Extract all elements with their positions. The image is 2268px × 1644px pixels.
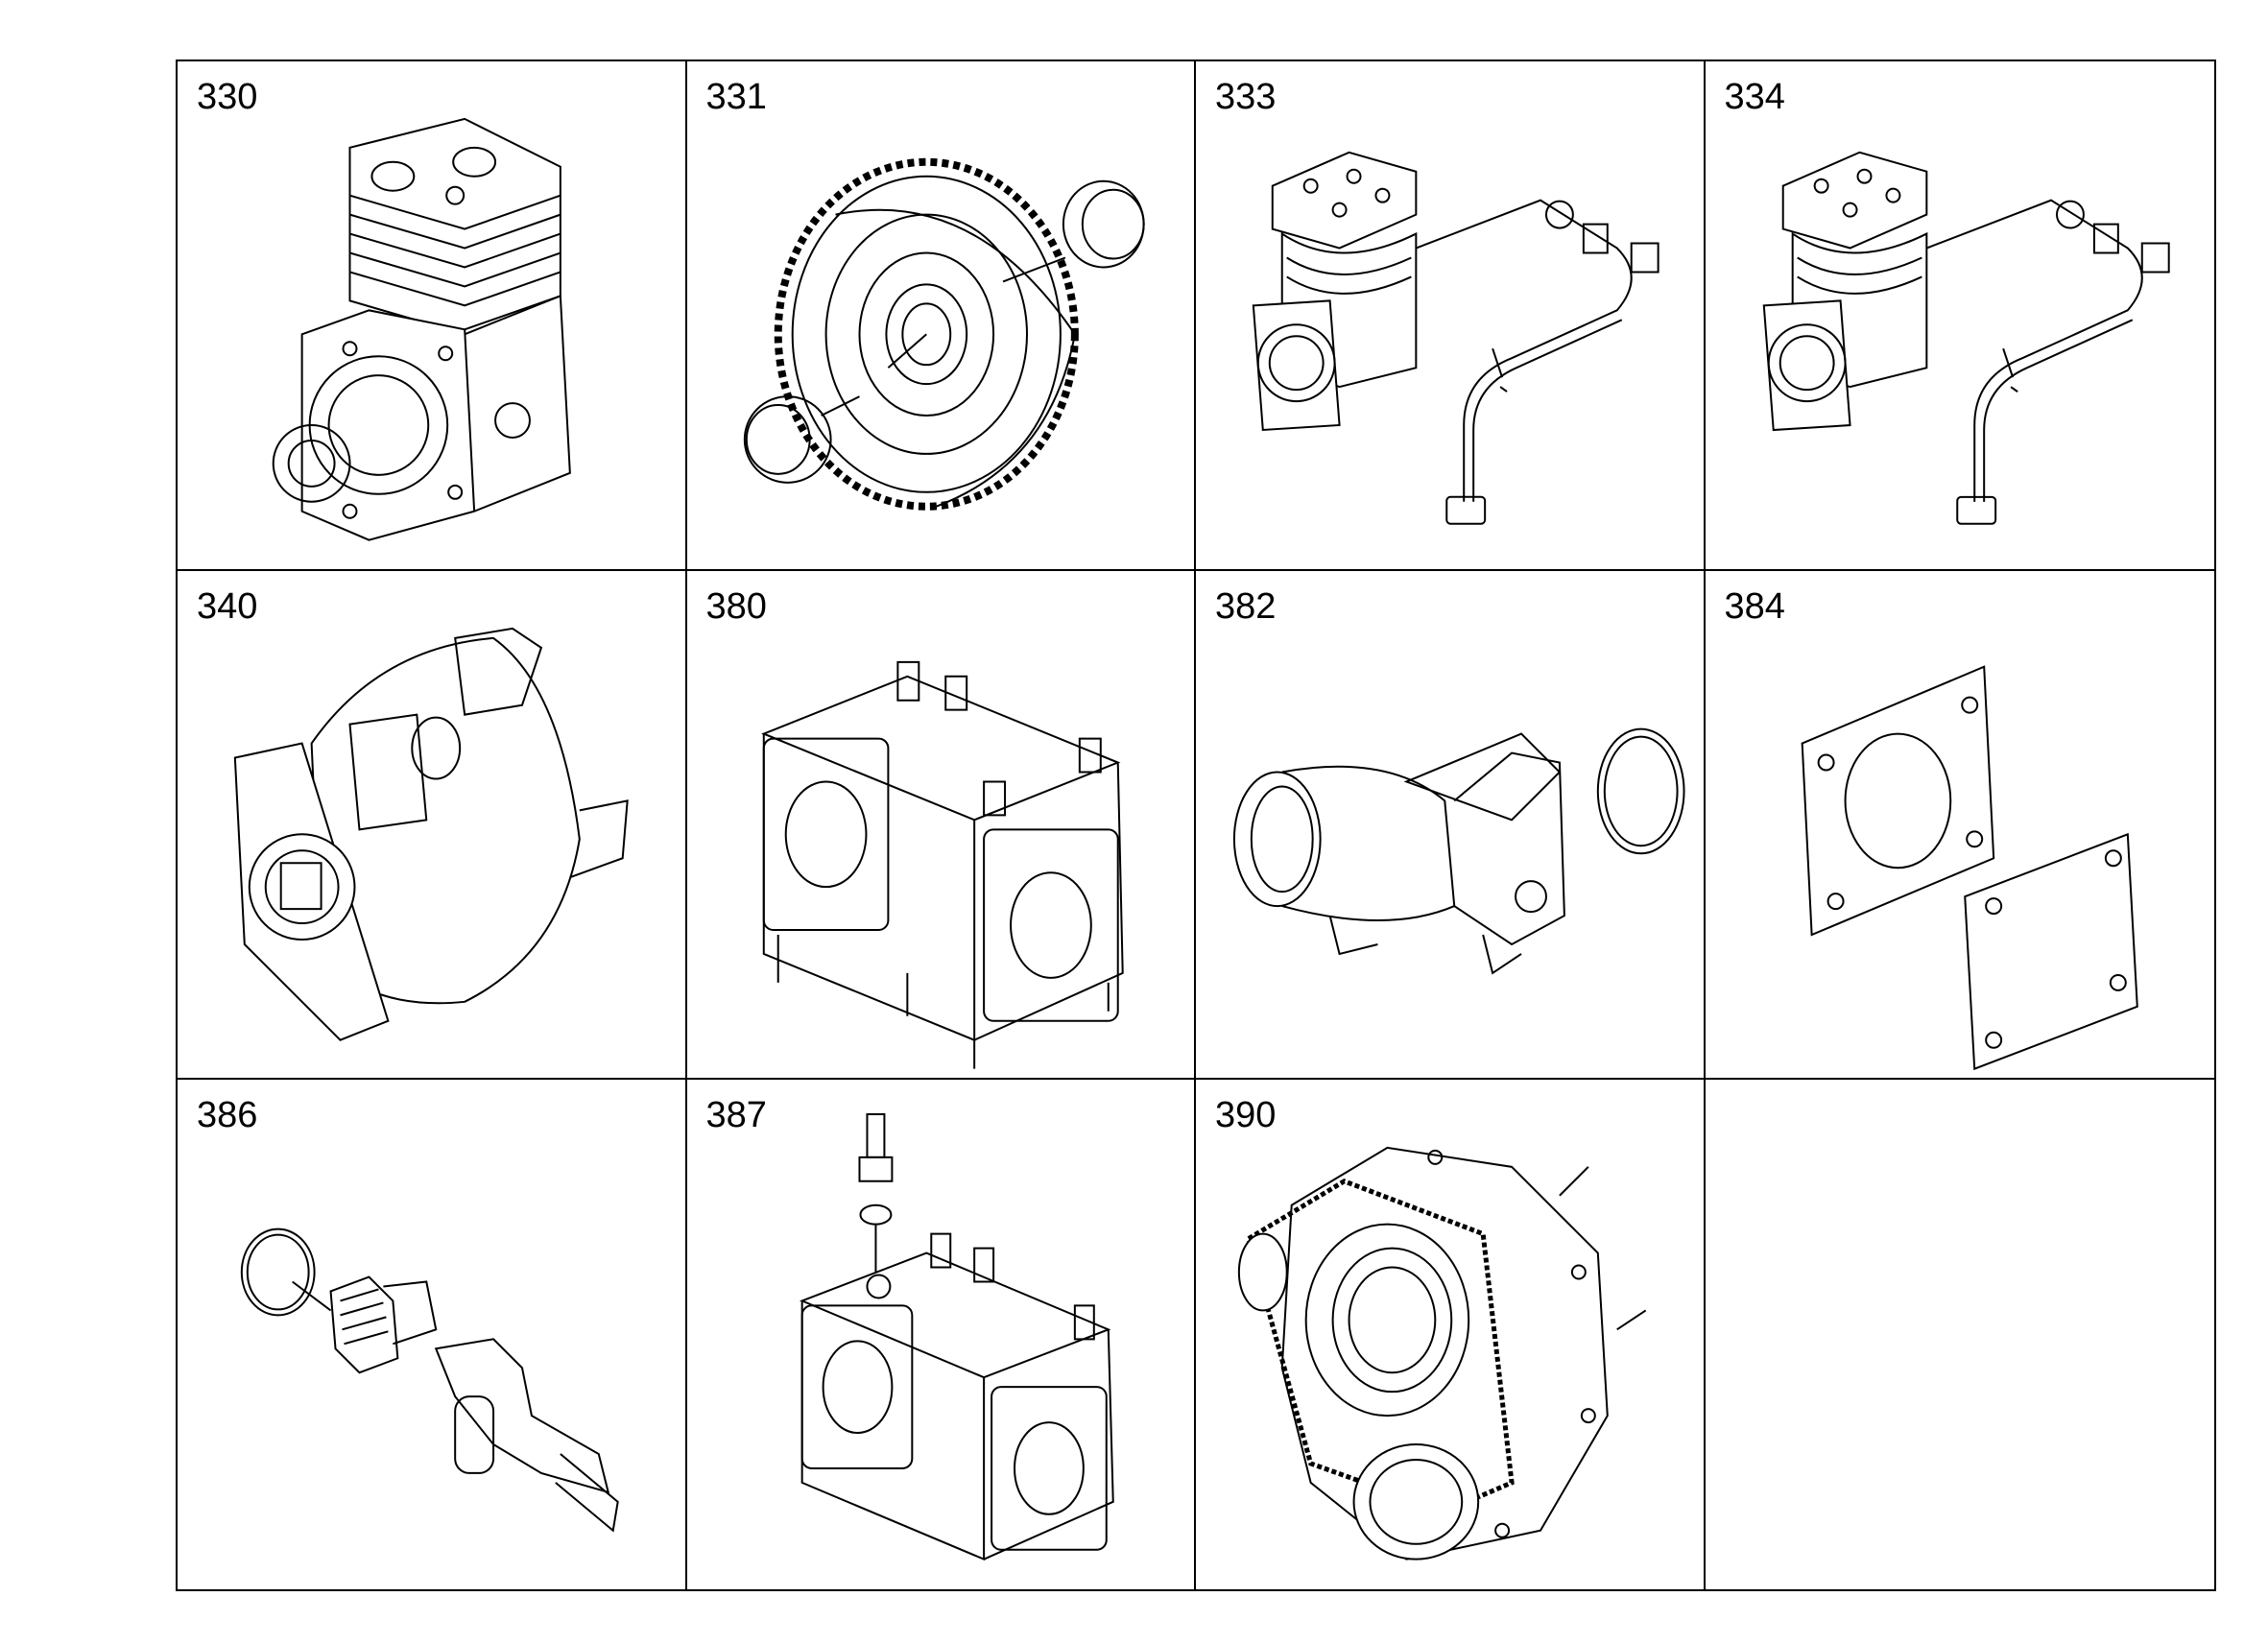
part-number: 386 — [197, 1095, 258, 1136]
part-cell-380[interactable]: 380 — [686, 570, 1196, 1081]
part-cell-387[interactable]: 387 — [687, 1080, 1196, 1589]
part-cell-390[interactable]: 390 — [1196, 1080, 1706, 1589]
part-number: 382 — [1215, 585, 1277, 627]
part-number: 387 — [705, 1095, 767, 1136]
part-number: 380 — [705, 585, 767, 627]
drain-plug-tap-icon — [178, 1080, 685, 1589]
part-number: 390 — [1215, 1095, 1277, 1136]
part-cell-382[interactable]: 382 — [1196, 570, 1706, 1081]
part-number: 334 — [1724, 77, 1785, 117]
part-cell-384[interactable]: 384 — [1705, 571, 2215, 1081]
belt-drive-icon — [1196, 1080, 1704, 1589]
part-number: 340 — [197, 585, 258, 627]
housing-with-fitting-icon — [687, 1080, 1195, 1589]
elbow-fitting-icon — [1196, 571, 1704, 1079]
housing-icon — [687, 571, 1195, 1079]
part-cell-330[interactable]: 330 — [178, 61, 687, 571]
compressor-with-pipe-icon — [1706, 61, 2215, 569]
compressor-with-pipe-icon — [1196, 61, 1704, 569]
empty-cell — [1706, 1080, 2215, 1589]
part-cell-331[interactable]: 331 — [686, 61, 1196, 571]
part-cell-334[interactable]: 334 — [1705, 61, 2215, 571]
part-cell-386[interactable]: 386 — [178, 1080, 687, 1589]
part-cell-333[interactable]: 333 — [1196, 61, 1706, 571]
power-steering-pump-icon — [178, 571, 685, 1079]
gasket-plate-icon — [1706, 571, 2215, 1079]
part-number: 333 — [1215, 77, 1277, 117]
parts-grid: 330 331 — [176, 60, 2216, 1591]
part-number: 331 — [705, 77, 767, 117]
part-number: 384 — [1724, 585, 1785, 627]
air-compressor-icon — [178, 61, 685, 569]
part-cell-340[interactable]: 340 — [178, 570, 687, 1081]
gear-icon — [687, 61, 1195, 569]
part-number: 330 — [197, 77, 258, 117]
